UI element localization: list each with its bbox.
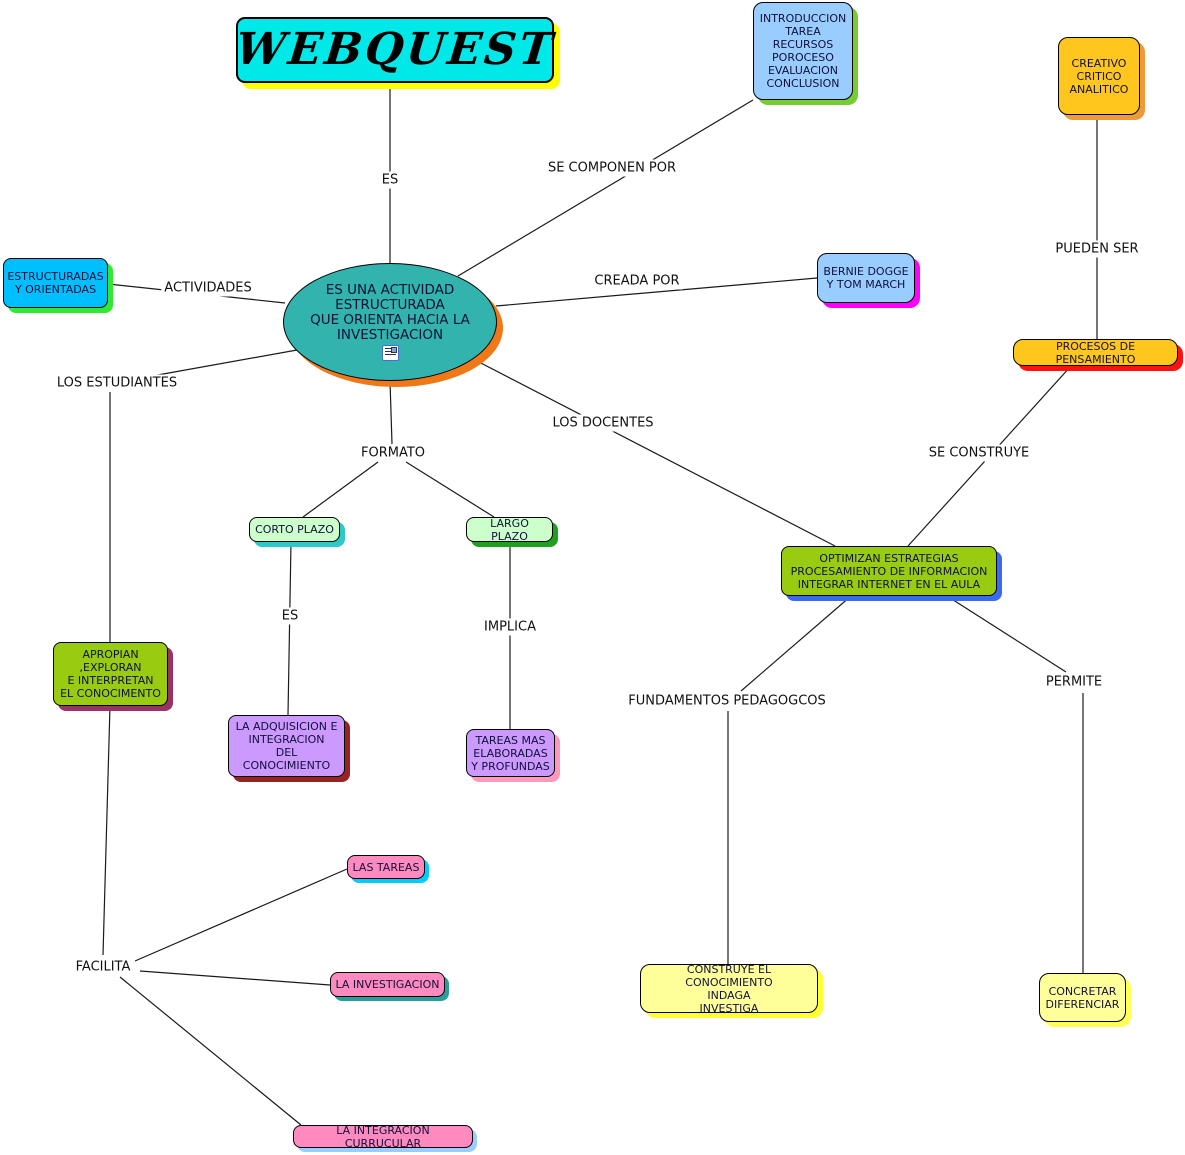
connector-line	[946, 595, 1067, 673]
node-largo-plazo[interactable]: LARGO PLAZO	[466, 516, 553, 543]
node-label: CONCRETAR DIFERENCIAR	[1045, 984, 1120, 1011]
node-label: CORTO PLAZO	[255, 523, 334, 536]
node-label: OPTIMIZAN ESTRATEGIAS PROCESAMIENTO DE I…	[790, 551, 988, 591]
connector-line	[102, 705, 111, 956]
edge-label-actividades[interactable]: ACTIVIDADES	[161, 279, 255, 297]
node-adquisicion-integracion[interactable]: LA ADQUISICION E INTEGRACION DEL CONOCIM…	[228, 715, 345, 777]
connector-line	[119, 976, 302, 1126]
node-label: LA ADQUISICION E INTEGRACION DEL CONOCIM…	[235, 720, 338, 772]
node-label: LA INTEGRACION CURRUCULAR	[336, 1123, 430, 1150]
edge-label-es[interactable]: ES	[378, 171, 402, 189]
edge-label-pueden-ser[interactable]: PUEDEN SER	[1052, 240, 1142, 258]
edge-label-creada-por[interactable]: CREADA POR	[591, 272, 683, 290]
node-bernie-dogge-tom-march[interactable]: BERNIE DOGGE Y TOM MARCH	[817, 253, 915, 303]
node-estructuradas-orientadas[interactable]: ESTRUCTURADAS Y ORIENTADAS	[3, 258, 108, 308]
node-la-investigacion[interactable]: LA INVESTIGACION	[330, 972, 445, 997]
edge-label-facilita[interactable]: FACILITA	[72, 958, 134, 976]
node-label: LA INVESTIGACION	[335, 978, 440, 991]
node-label: BERNIE DOGGE Y TOM MARCH	[823, 265, 909, 291]
node-label: ESTRUCTURADAS Y ORIENTADAS	[7, 270, 104, 296]
node-label: WEBQUEST	[232, 24, 558, 75]
connector-line	[151, 349, 298, 377]
node-corto-plazo[interactable]: CORTO PLAZO	[249, 517, 340, 542]
edge-label-permite[interactable]: PERMITE	[1042, 673, 1106, 691]
edge-label-se-componen-por[interactable]: SE COMPONEN POR	[544, 159, 680, 177]
node-label: LARGO PLAZO	[490, 516, 529, 543]
node-label: APROPIAN ,EXPLORAN E INTERPRETAN EL CONO…	[60, 648, 161, 700]
document-icon[interactable]	[381, 345, 399, 361]
connector-line	[405, 461, 495, 518]
edge-label-los-estudiantes[interactable]: LOS ESTUDIANTES	[53, 374, 181, 392]
node-label: PROCESOS DE PENSAMIENTO	[1055, 339, 1136, 366]
connector-line	[287, 541, 292, 716]
edge-label-implica[interactable]: IMPLICA	[481, 618, 539, 636]
node-label: LAS TAREAS	[352, 860, 420, 874]
node-webquest-title[interactable]: WEBQUEST	[232, 17, 558, 83]
edge-label-los-docentes[interactable]: LOS DOCENTES	[549, 414, 657, 432]
node-label: CONSTRUYE EL CONOCIMIENTO INDAGA INVESTI…	[685, 962, 773, 1015]
node-las-tareas[interactable]: LAS TAREAS	[347, 855, 425, 879]
node-optimizan-estrategias[interactable]: OPTIMIZAN ESTRATEGIAS PROCESAMIENTO DE I…	[781, 546, 997, 596]
node-components[interactable]: INTRODUCCION TAREA RECURSOS POROCESO EVA…	[753, 2, 853, 100]
edge-label-es-2[interactable]: ES	[278, 607, 302, 625]
node-label: ES UNA ACTIVIDAD ESTRUCTURADA QUE ORIENT…	[310, 282, 470, 343]
node-label: CREATIVO CRITICO ANALITICO	[1069, 56, 1129, 96]
connector-line	[740, 595, 852, 692]
edge-label-fundamentos-pedagogcos[interactable]: FUNDAMENTOS PEDAGOGCOS	[625, 692, 829, 710]
node-la-integracion-currucular[interactable]: LA INTEGRACION CURRUCULAR	[293, 1123, 473, 1150]
node-construye-el-conocimiento[interactable]: CONSTRUYE EL CONOCIMIENTO INDAGA INVESTI…	[640, 962, 818, 1015]
connector-line	[457, 99, 754, 277]
connector-line	[134, 868, 348, 962]
node-central-definition[interactable]: ES UNA ACTIVIDAD ESTRUCTURADA QUE ORIENT…	[283, 263, 497, 381]
node-label: INTRODUCCION TAREA RECURSOS POROCESO EVA…	[759, 12, 847, 90]
connector-line	[139, 970, 331, 986]
node-concretar-diferenciar[interactable]: CONCRETAR DIFERENCIAR	[1039, 973, 1126, 1022]
node-tareas-mas-elaboradas[interactable]: TAREAS MAS ELABORADAS Y PROFUNDAS	[466, 729, 555, 777]
node-apropian-exploran[interactable]: APROPIAN ,EXPLORAN E INTERPRETAN EL CONO…	[53, 642, 168, 706]
node-procesos-de-pensamiento[interactable]: PROCESOS DE PENSAMIENTO	[1013, 339, 1178, 366]
edge-label-formato[interactable]: FORMATO	[357, 444, 429, 462]
edge-label-se-construye[interactable]: SE CONSTRUYE	[925, 444, 1033, 462]
connector-line	[389, 380, 393, 445]
node-label: TAREAS MAS ELABORADAS Y PROFUNDAS	[471, 733, 550, 773]
connector-line	[302, 461, 379, 518]
node-creativo-critico-analitico[interactable]: CREATIVO CRITICO ANALITICO	[1058, 37, 1140, 115]
